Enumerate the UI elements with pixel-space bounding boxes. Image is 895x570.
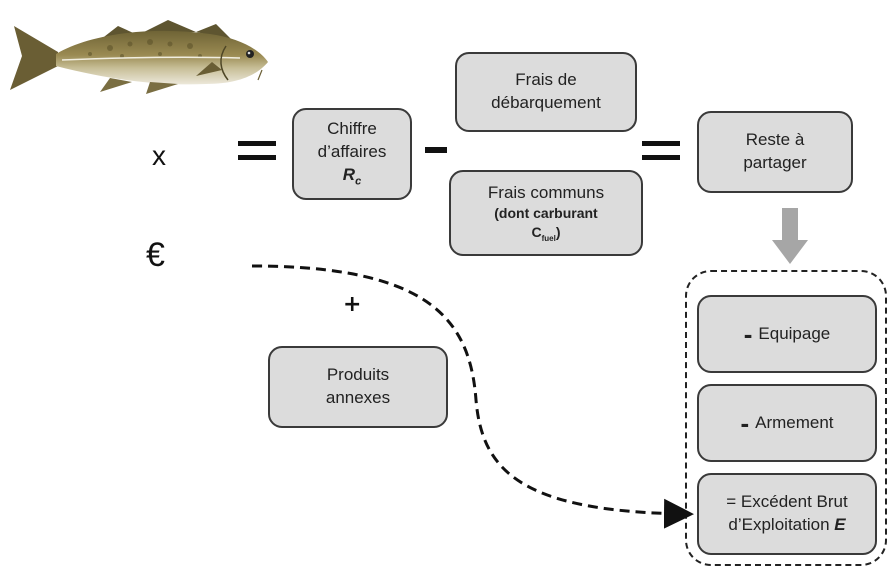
armement-box: - Armement — [697, 384, 877, 462]
chiffre-line2: d’affaires — [317, 142, 387, 162]
equals-sign-2 — [642, 138, 680, 164]
ebe-line1: = Excédent Brut — [726, 492, 848, 512]
frais-communs-line2: (dont carburant — [494, 205, 598, 222]
equipage-box: - Equipage — [697, 295, 877, 373]
euro-symbol: € — [146, 236, 165, 274]
armement-label: Armement — [755, 412, 834, 432]
equipage-label: Equipage — [758, 323, 831, 343]
reste-line1: Reste à — [745, 130, 805, 150]
reste-a-partager-box: Reste à partager — [697, 111, 853, 193]
produits-line2: annexes — [325, 388, 391, 407]
ebe-line2: d’Exploitation E — [728, 515, 846, 534]
times-symbol: x — [152, 140, 166, 171]
armement-minus: - — [740, 408, 750, 439]
chiffre-affaires-box: Chiffre d’affaires Rc — [292, 108, 412, 200]
chiffre-var: Rc — [342, 165, 362, 188]
produits-annexes-box: Produits annexes — [268, 346, 448, 428]
equals-sign-1 — [238, 138, 276, 164]
produits-line1: Produits — [326, 365, 390, 385]
reste-line2: partager — [743, 153, 807, 172]
chiffre-line1: Chiffre — [327, 119, 377, 139]
frais-deb-line2: débarquement — [491, 93, 601, 112]
frais-debarquement-box: Frais de débarquement — [455, 52, 637, 132]
plus-sign: + — [343, 292, 362, 317]
frais-communs-line1: Frais communs — [487, 183, 605, 203]
frais-deb-line1: Frais de — [515, 70, 577, 90]
frais-communs-box: Frais communs (dont carburant Cfuel) — [449, 170, 643, 256]
minus-sign — [425, 147, 447, 153]
ebe-box: = Excédent Brut d’Exploitation E — [697, 473, 877, 555]
frais-communs-line3: Cfuel) — [531, 223, 561, 243]
equipage-minus: - — [743, 319, 753, 350]
